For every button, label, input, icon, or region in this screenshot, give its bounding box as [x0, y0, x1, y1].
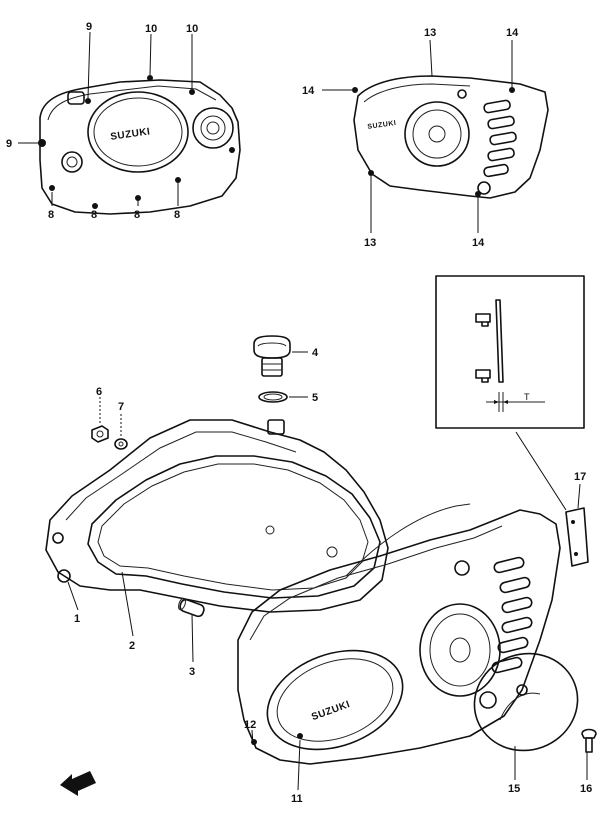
callout-15: 15	[508, 783, 520, 795]
callout-5: 5	[312, 392, 318, 404]
o-ring	[258, 391, 288, 403]
callout-9: 9	[6, 138, 12, 150]
callout-6: 6	[96, 386, 102, 398]
callout-8: 8	[134, 209, 140, 221]
leader-lines-bottom	[67, 483, 588, 791]
cover-cap-plate	[473, 652, 579, 752]
callout-13: 13	[424, 27, 436, 39]
callout-1: 1	[74, 613, 80, 625]
leader-lines-top-right	[322, 39, 513, 233]
callout-7: 7	[118, 401, 124, 413]
front-direction-arrow-icon	[60, 771, 96, 796]
callout-16: 16	[580, 783, 592, 795]
magneto-cover-assembled: SUZUKI	[352, 75, 549, 199]
crankcase-cover	[45, 419, 389, 613]
brand-logo-right: SUZUKI	[367, 120, 397, 131]
bolt-and-washer	[91, 397, 128, 450]
callout-9: 9	[86, 21, 92, 33]
inset-detail-box: T	[435, 275, 585, 511]
magneto-cover-exploded: SUZUKI	[237, 503, 561, 765]
callout-labels: 9 10 10 9 8 8 8 8 13 14 14 13 14 4 5 6 7…	[6, 21, 592, 805]
clutch-cover-assembled: SUZUKI	[38, 75, 241, 215]
screw	[581, 728, 597, 753]
callout-8: 8	[91, 209, 97, 221]
leader-lines-top-left	[18, 31, 193, 209]
callout-8: 8	[48, 209, 54, 221]
inset-dimension-label: T	[524, 392, 530, 402]
gasket	[87, 455, 381, 599]
callout-17: 17	[574, 471, 586, 483]
callout-10: 10	[186, 23, 198, 35]
callout-12: 12	[244, 719, 256, 731]
callout-14: 14	[302, 85, 315, 97]
callout-11: 11	[291, 793, 303, 805]
brand-logo-left: SUZUKI	[110, 126, 151, 142]
dowel-pin	[178, 597, 205, 618]
callout-14: 14	[506, 27, 519, 39]
cover-bracket	[565, 507, 589, 567]
callout-2: 2	[129, 640, 135, 652]
brand-logo-cover: SUZUKI	[310, 699, 352, 723]
callout-14: 14	[472, 237, 485, 249]
callout-10: 10	[145, 23, 157, 35]
callout-3: 3	[189, 666, 195, 678]
oil-filler-cap	[253, 335, 291, 377]
callout-4: 4	[312, 347, 319, 359]
callout-8: 8	[174, 209, 180, 221]
callout-13: 13	[364, 237, 376, 249]
